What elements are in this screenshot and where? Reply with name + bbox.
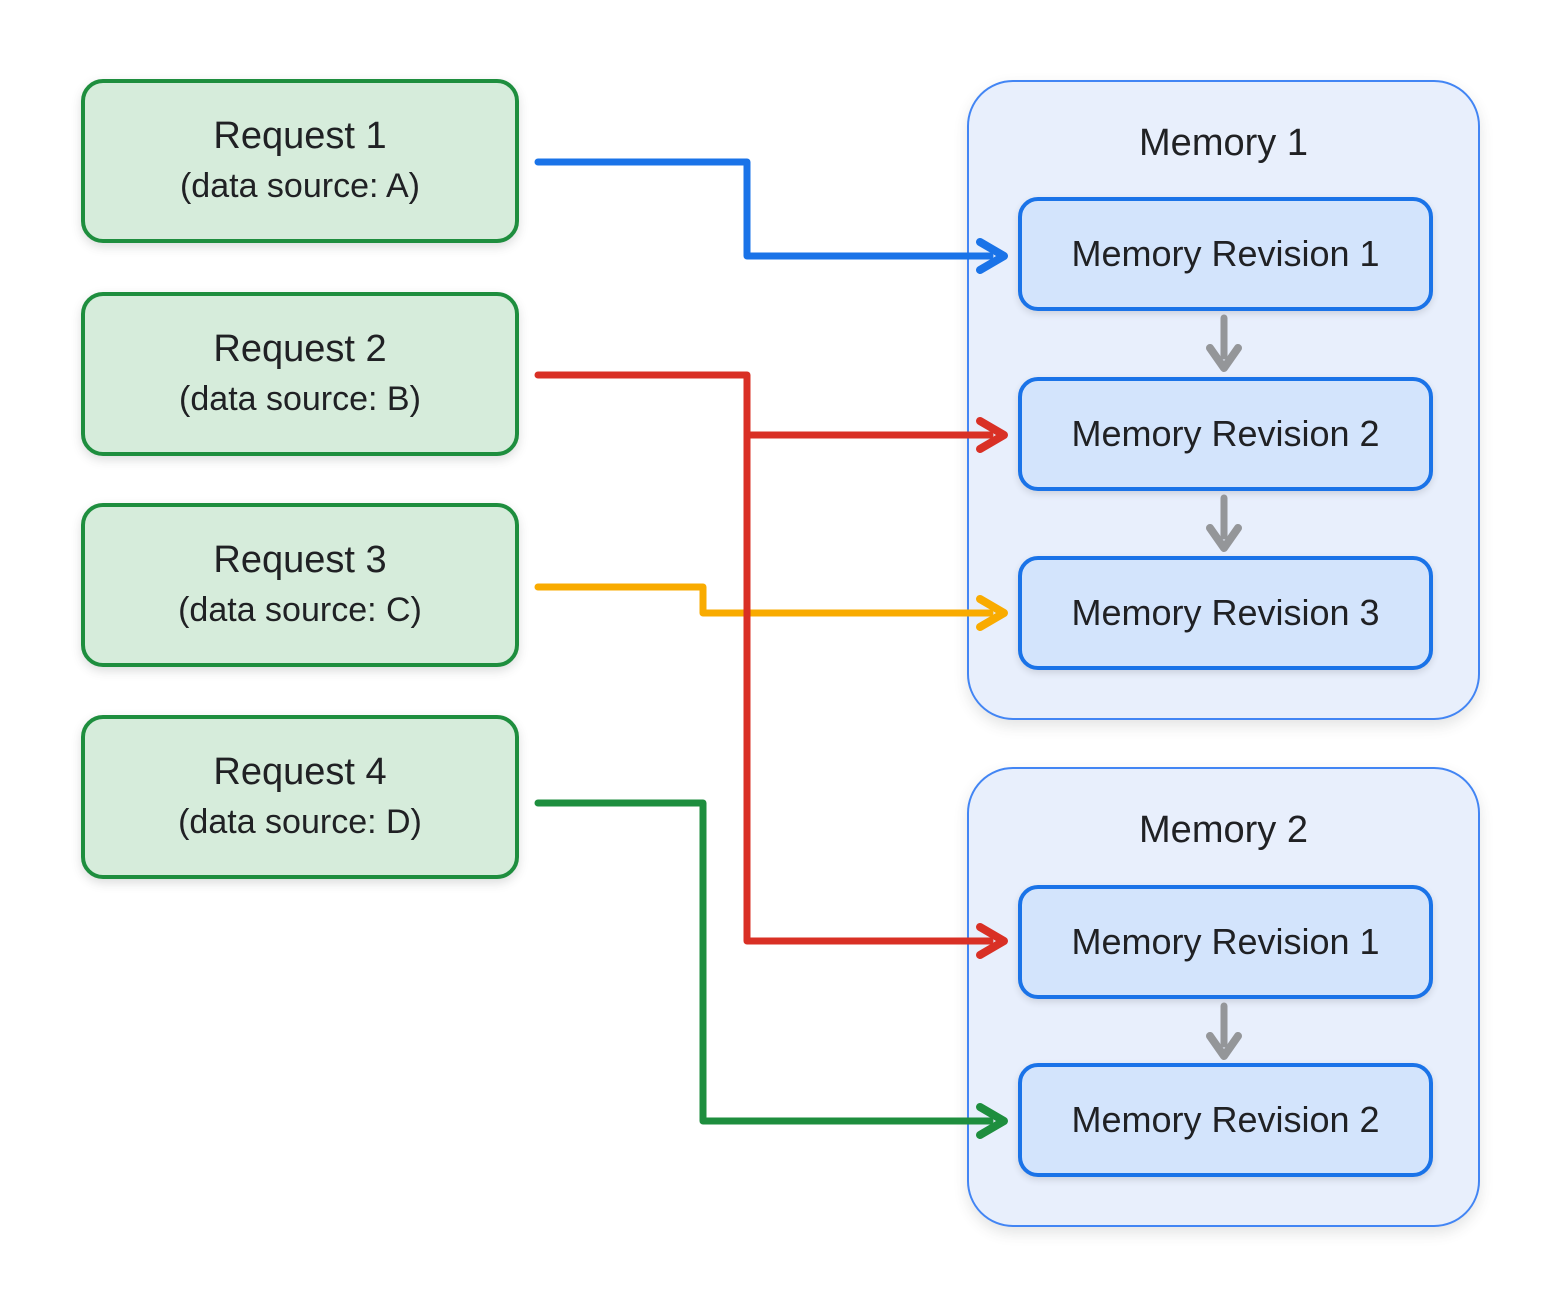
memory-1-revision-2-box: Memory Revision 2 [1018, 377, 1433, 491]
memory-2-title: Memory 2 [1139, 809, 1308, 851]
request-2-subtitle: (data source: B) [179, 380, 421, 419]
memory-1-revision-1-box: Memory Revision 1 [1018, 197, 1433, 311]
request-4-box: Request 4 (data source: D) [81, 715, 519, 879]
memory-1-title: Memory 1 [1139, 122, 1308, 164]
connector-request4-to-memory2-revision2 [534, 799, 994, 1125]
connector-request2-to-memory1-revision2 [534, 371, 994, 439]
request-3-subtitle: (data source: C) [178, 591, 422, 630]
connector-request1-to-memory1-revision1 [534, 158, 994, 260]
memory-2-revision-2-box: Memory Revision 2 [1018, 1063, 1433, 1177]
request-3-title: Request 3 [213, 539, 387, 582]
request-1-title: Request 1 [213, 115, 387, 158]
memory-2-revision-1-box: Memory Revision 1 [1018, 885, 1433, 999]
request-1-box: Request 1 (data source: A) [81, 79, 519, 243]
request-4-subtitle: (data source: D) [178, 803, 422, 842]
request-2-title: Request 2 [213, 328, 387, 371]
request-2-box: Request 2 (data source: B) [81, 292, 519, 456]
request-1-subtitle: (data source: A) [179, 167, 420, 206]
connector-request2-to-memory2-revision1 [743, 431, 994, 945]
request-4-title: Request 4 [213, 751, 387, 794]
connector-request3-to-memory1-revision3 [534, 583, 994, 617]
memory-1-revision-3-box: Memory Revision 3 [1018, 556, 1433, 670]
request-3-box: Request 3 (data source: C) [81, 503, 519, 667]
